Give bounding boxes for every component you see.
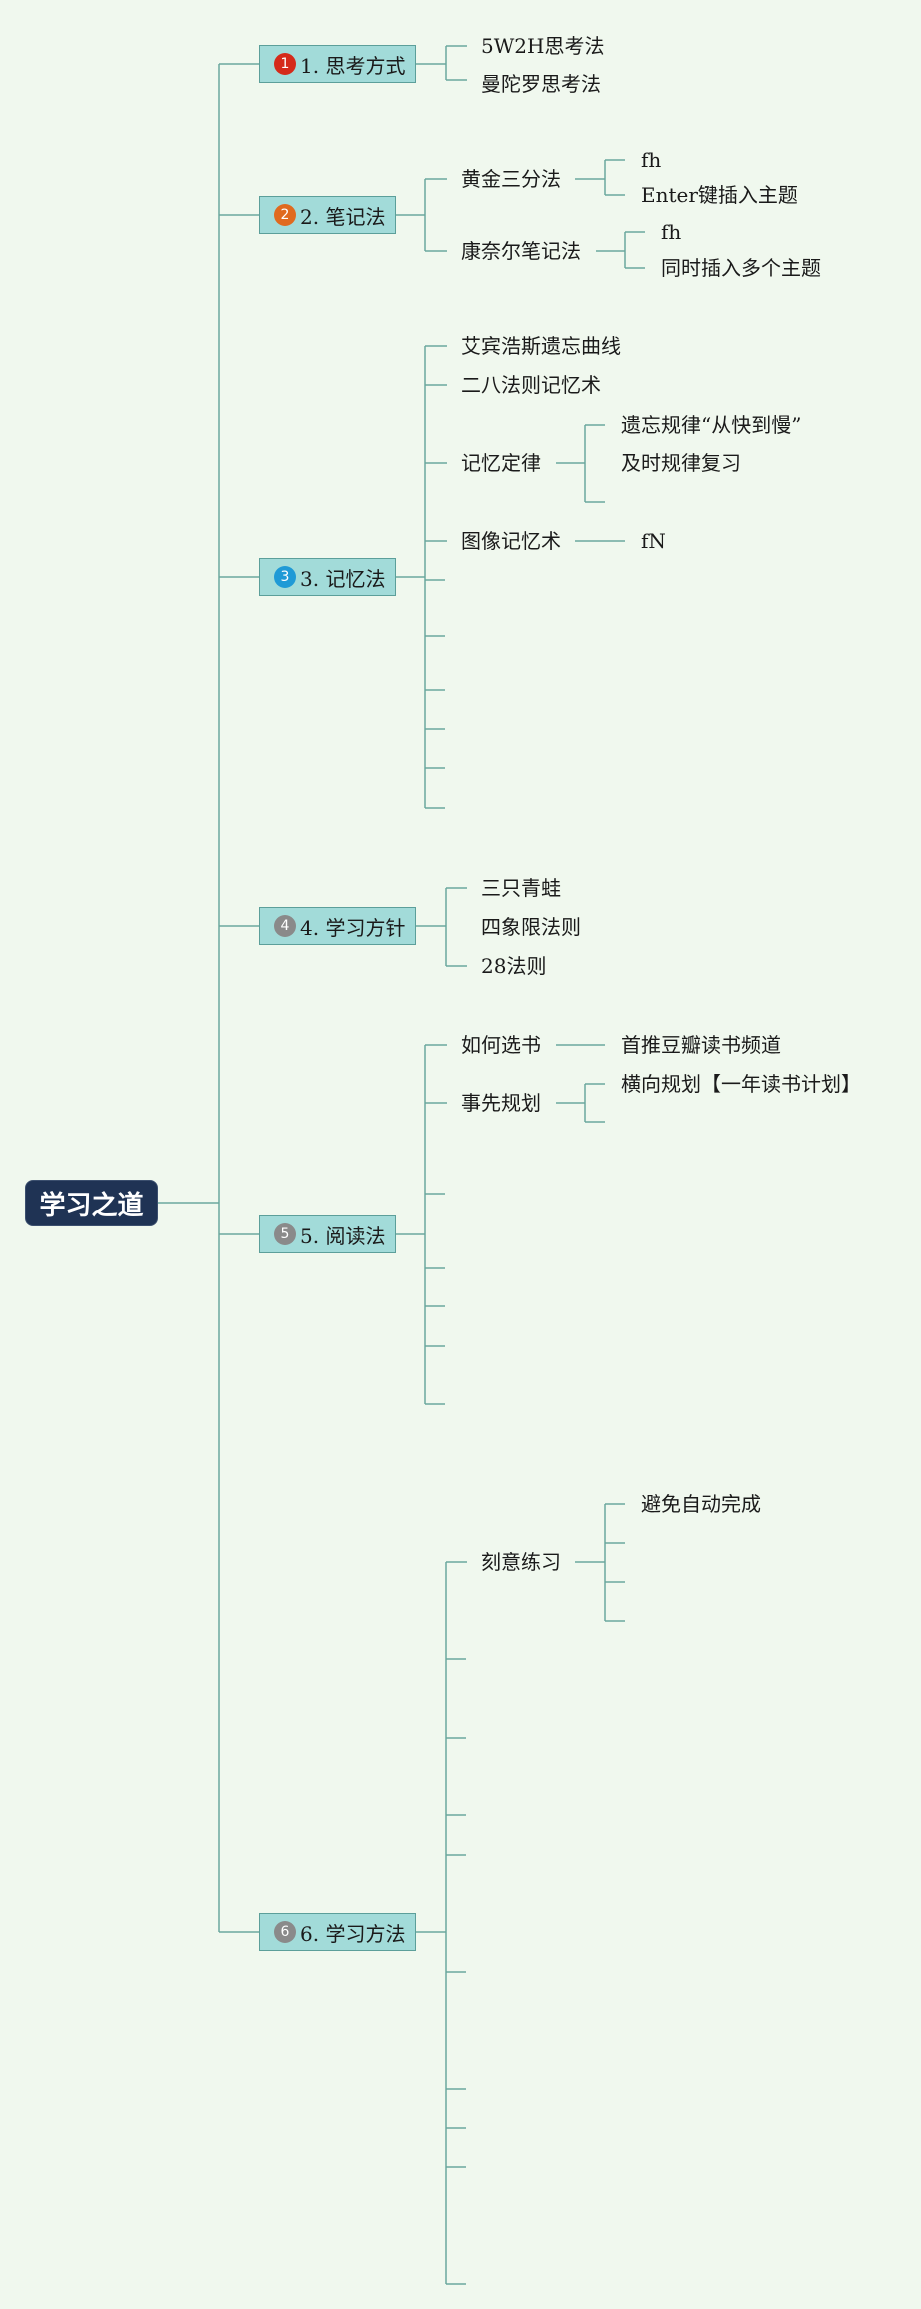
- branch-label: 4. 学习方针: [300, 915, 406, 940]
- topic-ebbinghaus[interactable]: 艾宾浩斯遗忘曲线: [461, 334, 621, 358]
- topic-multi-insert[interactable]: 同时插入多个主题: [661, 256, 821, 280]
- topic-fh-1[interactable]: fh: [641, 148, 662, 172]
- priority-1-icon: 1: [274, 53, 296, 75]
- topic-golden-thirds[interactable]: 黄金三分法: [461, 167, 561, 191]
- topic-pareto-memory[interactable]: 二八法则记忆术: [461, 373, 601, 397]
- topic-douban[interactable]: 首推豆瓣读书频道: [621, 1033, 781, 1057]
- topic-image-memory[interactable]: 图像记忆术: [461, 529, 561, 553]
- branch-label: 5. 阅读法: [300, 1223, 386, 1248]
- topic-choose-books[interactable]: 如何选书: [461, 1033, 541, 1057]
- topic-avoid-autopilot[interactable]: 避免自动完成: [641, 1492, 761, 1516]
- topic-forgetting-rule[interactable]: 遗忘规律“从快到慢”: [621, 413, 802, 437]
- branch-label: 3. 记忆法: [300, 566, 386, 591]
- topic-three-frogs[interactable]: 三只青蛙: [481, 876, 561, 900]
- branch-label: 1. 思考方式: [300, 53, 406, 78]
- topic-mandala[interactable]: 曼陀罗思考法: [481, 72, 601, 96]
- topic-deliberate-practice[interactable]: 刻意练习: [481, 1550, 561, 1574]
- topic-plan-ahead[interactable]: 事先规划: [461, 1091, 541, 1115]
- branch-study-methods[interactable]: 6 6. 学习方法: [259, 1913, 416, 1951]
- branch-study-policy[interactable]: 4 4. 学习方针: [259, 907, 416, 945]
- topic-cornell[interactable]: 康奈尔笔记法: [461, 239, 581, 263]
- branch-thinking[interactable]: 1 1. 思考方式: [259, 45, 416, 83]
- topic-enter-insert[interactable]: Enter键插入主题: [641, 183, 798, 207]
- topic-fn[interactable]: fN: [641, 529, 666, 553]
- priority-6-icon: 6: [274, 1921, 296, 1943]
- branch-label: 2. 笔记法: [300, 204, 386, 229]
- root-topic[interactable]: 学习之道: [25, 1180, 158, 1226]
- branch-label: 6. 学习方法: [300, 1921, 406, 1946]
- branch-reading[interactable]: 5 5. 阅读法: [259, 1215, 396, 1253]
- branch-note-taking[interactable]: 2 2. 笔记法: [259, 196, 396, 234]
- priority-3-icon: 3: [274, 566, 296, 588]
- priority-2-icon: 2: [274, 204, 296, 226]
- topic-fh-2[interactable]: fh: [661, 220, 682, 244]
- topic-timely-review[interactable]: 及时规律复习: [621, 451, 741, 475]
- topic-28-rule[interactable]: 28法则: [481, 954, 547, 978]
- topic-yearly-plan[interactable]: 横向规划【一年读书计划】: [621, 1072, 861, 1096]
- priority-5-icon: 5: [274, 1223, 296, 1245]
- topic-5w2h[interactable]: 5W2H思考法: [481, 34, 605, 58]
- topic-memory-law[interactable]: 记忆定律: [461, 451, 541, 475]
- root-topic-label: 学习之道: [39, 1190, 144, 1221]
- priority-4-icon: 4: [274, 915, 296, 937]
- topic-four-quadrants[interactable]: 四象限法则: [481, 915, 581, 939]
- branch-memory[interactable]: 3 3. 记忆法: [259, 558, 396, 596]
